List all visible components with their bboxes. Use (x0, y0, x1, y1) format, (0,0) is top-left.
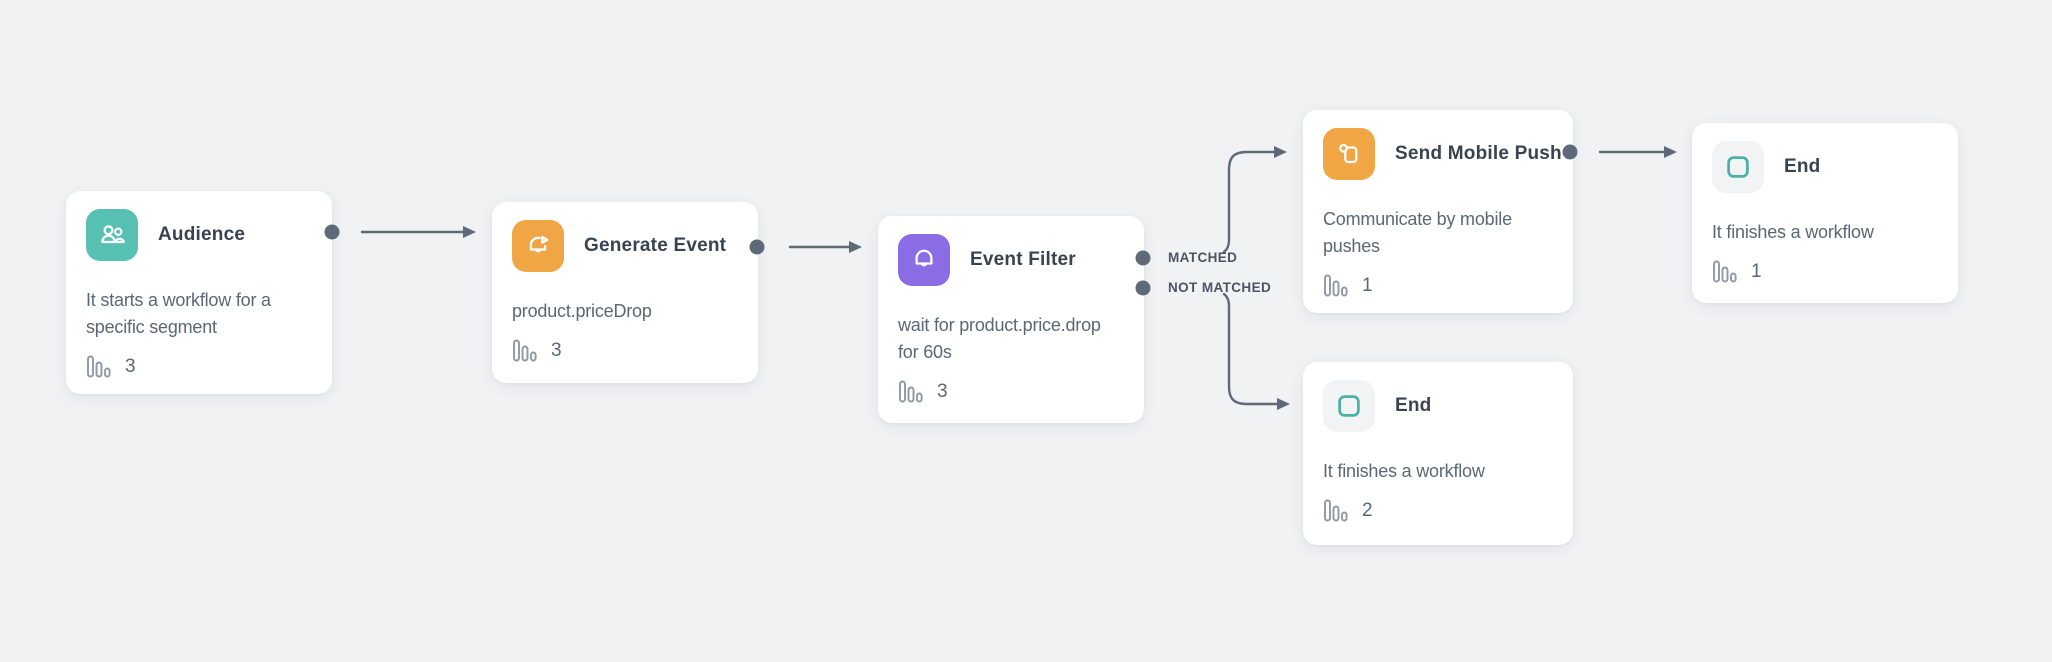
node-description: product.priceDrop (512, 301, 652, 321)
node-stats: 3 (898, 379, 1124, 405)
stat-value: 3 (551, 340, 562, 361)
stat-value: 1 (1751, 261, 1762, 282)
node-title: Send Mobile Push (1395, 143, 1562, 164)
arrowhead-icon (463, 226, 476, 238)
node-title: Event Filter (970, 249, 1076, 270)
edge-not-matched-to-end-bottom (1222, 292, 1279, 406)
arrowhead-icon (849, 241, 862, 253)
node-title: Audience (158, 224, 246, 245)
node-header: Audience (86, 209, 312, 261)
bell-icon (898, 234, 950, 286)
node-description: It starts a workflow for a specific segm… (86, 290, 271, 337)
arrowhead-icon (1274, 146, 1287, 158)
node-header: Send Mobile Push (1323, 128, 1562, 180)
node-send-mobile-push[interactable]: Send Mobile Push Communicate by mobile p… (1303, 110, 1573, 313)
node-description: It finishes a workflow (1712, 222, 1874, 242)
node-audience[interactable]: Audience It starts a workflow for a spec… (66, 191, 332, 394)
mobile-push-icon (1323, 128, 1375, 180)
node-title: End (1395, 395, 1432, 416)
output-port-event-filter-not-matched[interactable] (1135, 280, 1151, 296)
bar-chart-icon (513, 339, 537, 362)
output-port-generate-event[interactable] (749, 239, 765, 255)
stat-value: 3 (125, 356, 136, 377)
node-description: It finishes a workflow (1323, 461, 1485, 481)
node-title: Generate Event (584, 235, 727, 256)
node-title: End (1784, 156, 1821, 177)
node-description: Communicate by mobile pushes (1323, 209, 1512, 256)
node-stats: 2 (1323, 498, 1553, 524)
node-header: End (1323, 380, 1553, 432)
arrowhead-icon (1664, 146, 1677, 158)
stat-value: 3 (937, 381, 948, 402)
users-icon (86, 209, 138, 261)
bar-chart-icon (1713, 260, 1737, 283)
edge-matched-to-send-mobile-push (1222, 150, 1276, 254)
node-end-top[interactable]: End It finishes a workflow 1 (1692, 123, 1958, 303)
node-header: Event Filter (898, 234, 1124, 286)
node-end-bottom[interactable]: End It finishes a workflow 2 (1303, 362, 1573, 545)
stat-value: 2 (1362, 500, 1373, 521)
output-port-audience[interactable] (324, 224, 340, 240)
bell-play-icon (512, 220, 564, 272)
bar-chart-icon (899, 380, 923, 403)
node-header: End (1712, 141, 1938, 193)
stop-icon (1323, 380, 1375, 432)
edge-label-matched: MATCHED (1168, 250, 1238, 265)
node-generate-event[interactable]: Generate Event product.priceDrop 3 (492, 202, 758, 383)
node-header: Generate Event (512, 220, 738, 272)
arrowhead-icon (1277, 398, 1290, 410)
bar-chart-icon (1324, 499, 1348, 522)
node-stats: 1 (1323, 273, 1553, 299)
node-description: wait for product.price.drop for 60s (898, 315, 1101, 362)
bar-chart-icon (87, 355, 111, 378)
stop-icon (1712, 141, 1764, 193)
node-stats: 3 (86, 354, 312, 380)
node-event-filter[interactable]: Event Filter wait for product.price.drop… (878, 216, 1144, 423)
node-stats: 3 (512, 338, 738, 364)
stat-value: 1 (1362, 275, 1373, 296)
output-port-send-mobile-push[interactable] (1562, 144, 1578, 160)
bar-chart-icon (1324, 274, 1348, 297)
output-port-event-filter-matched[interactable] (1135, 250, 1151, 266)
edge-label-not-matched: NOT MATCHED (1168, 280, 1272, 295)
node-stats: 1 (1712, 259, 1938, 285)
